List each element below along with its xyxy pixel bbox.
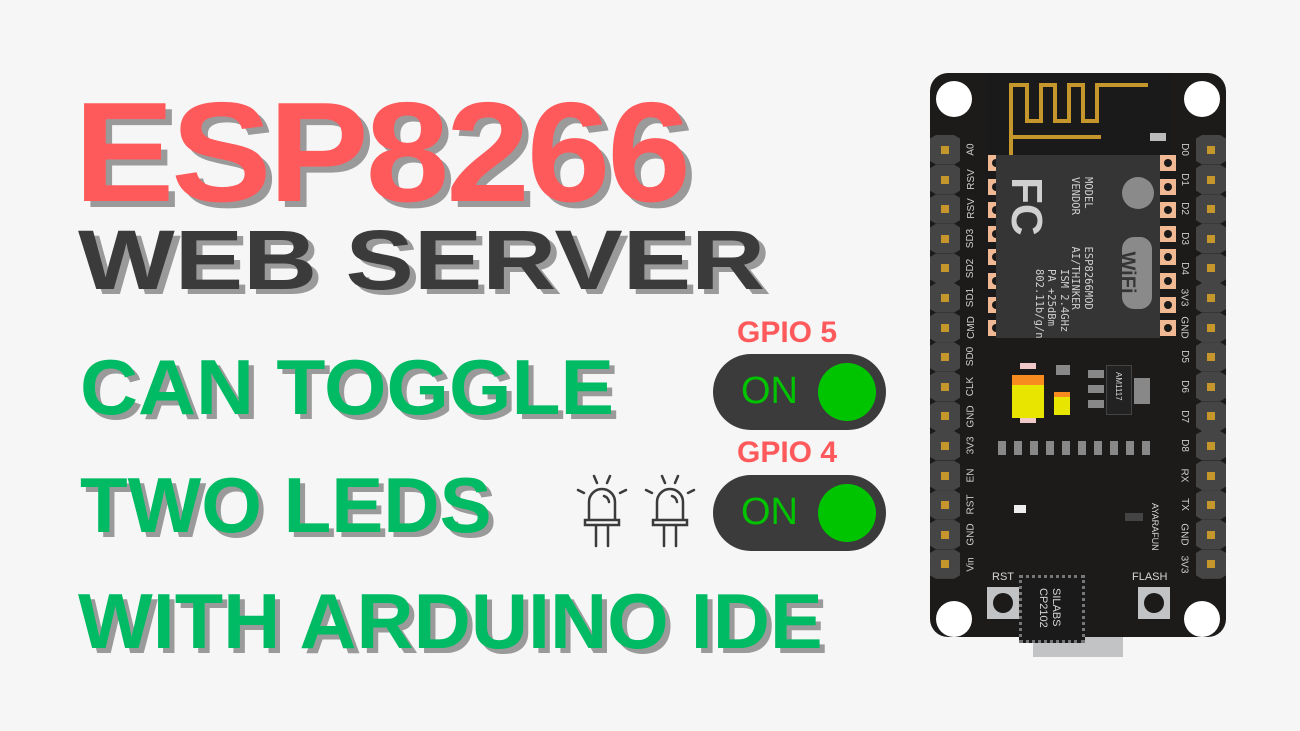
gpio4-toggle[interactable]: ON	[713, 475, 886, 551]
rst-label: RST	[992, 571, 1014, 583]
wifi-logo: WiFi	[1117, 237, 1152, 309]
smd-resistor	[1056, 365, 1070, 375]
capacitor	[1012, 385, 1044, 418]
flash-button[interactable]	[1138, 587, 1170, 619]
rst-button[interactable]	[987, 587, 1019, 619]
gpio5-state: ON	[741, 370, 798, 412]
mounting-hole	[1184, 81, 1220, 117]
gpio5-label: GPIO 5	[737, 316, 838, 349]
flash-label: FLASH	[1132, 571, 1168, 583]
capacitor-band	[1012, 375, 1044, 385]
resistor-array	[998, 441, 1158, 455]
mounting-hole	[936, 601, 972, 637]
gpio4-state: ON	[741, 491, 798, 533]
module-shield: FC MODEL ESP8266MOD VENDOR AI/THINKER IS…	[996, 155, 1160, 339]
cp2102-chip: SILABS CP2102	[1019, 575, 1085, 643]
gpio4-label: GPIO 4	[737, 436, 838, 469]
transistor	[1125, 513, 1143, 521]
regulator-pin	[1088, 370, 1104, 378]
fcc-logo: FC	[1002, 177, 1051, 236]
regulator-tab	[1134, 378, 1150, 404]
title-web-server: WEB SERVER	[78, 213, 766, 307]
mounting-hole	[936, 81, 972, 117]
toggle-knob	[818, 484, 876, 542]
title-esp8266: ESP8266	[74, 73, 691, 232]
regulator-pin	[1088, 385, 1104, 393]
mounting-hole	[1184, 601, 1220, 637]
regulator-pin	[1088, 400, 1104, 408]
led-smd	[1014, 505, 1026, 513]
module-label: MODEL ESP8266MOD VENDOR AI/THINKER	[1069, 177, 1095, 310]
diode-band	[1054, 392, 1070, 397]
espressif-logo	[1122, 177, 1154, 209]
subtitle-two-leds: TWO LEDS	[80, 461, 492, 549]
esp8266-board: FC MODEL ESP8266MOD VENDOR AI/THINKER IS…	[930, 73, 1226, 643]
subtitle-with-arduino-ide: WITH ARDUINO IDE	[78, 577, 823, 665]
left-pin-header	[930, 135, 960, 579]
cap-lead	[1020, 418, 1036, 423]
module-pads-right	[1160, 155, 1178, 344]
smd-component	[1150, 133, 1166, 141]
antenna-trace	[1009, 83, 1148, 155]
module-spec: ISM 2.4GHz PA +25dBm 802.11b/g/n	[1033, 269, 1070, 339]
maker-label: AYARAFUN	[1150, 503, 1160, 551]
gpio5-toggle[interactable]: ON	[713, 354, 886, 430]
right-pin-header	[1196, 135, 1226, 579]
toggle-knob	[818, 363, 876, 421]
diode	[1054, 397, 1070, 415]
led-icon	[576, 474, 628, 548]
subtitle-can-toggle: CAN TOGGLE	[80, 343, 615, 431]
led-icon	[644, 474, 696, 548]
regulator-chip: AM1117	[1106, 365, 1132, 415]
cap-lead	[1020, 363, 1036, 369]
